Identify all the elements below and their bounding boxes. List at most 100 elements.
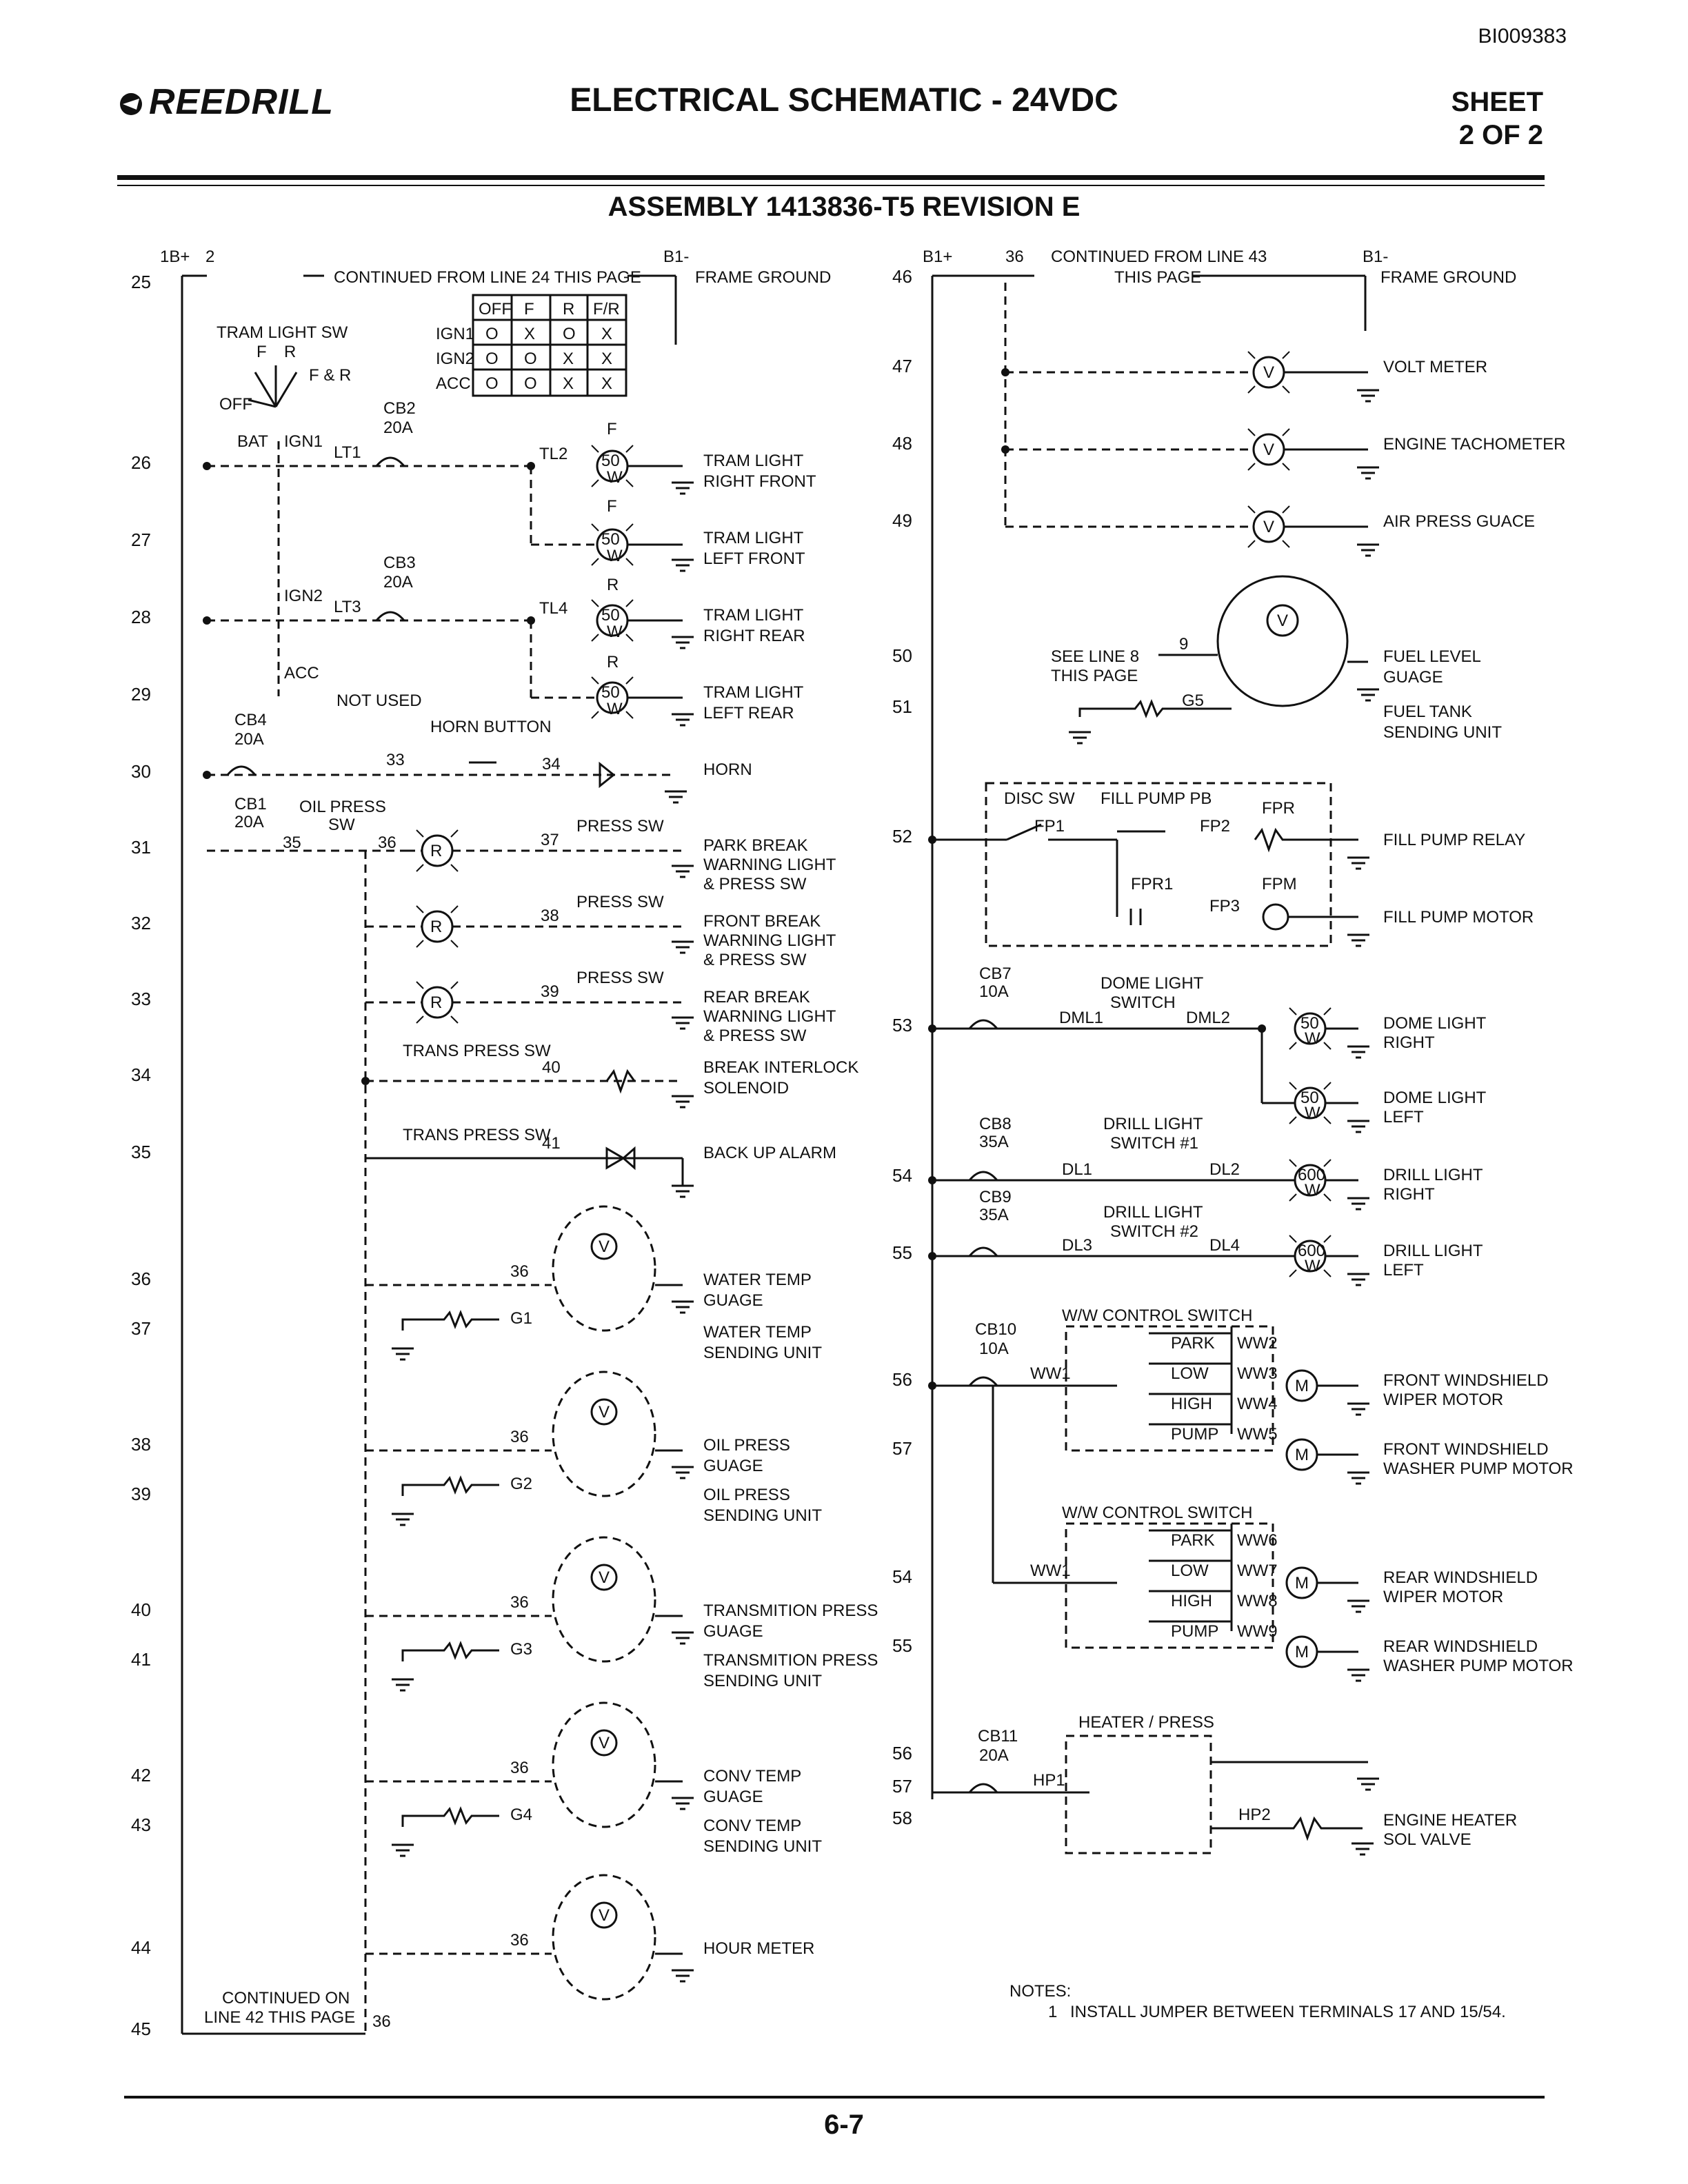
wire-label: LT1	[334, 443, 361, 462]
break-interlock-label: BREAK INTERLOCK	[703, 1058, 858, 1077]
table-cell: X	[601, 325, 612, 343]
breaker-rating: 20A	[234, 813, 264, 831]
tram-light-label: TRAM LIGHT	[703, 529, 804, 547]
breaker-label: CB1	[234, 795, 267, 813]
wire-label: WW9	[1237, 1622, 1278, 1641]
solenoid-coil-symbol	[605, 1069, 636, 1094]
oil-press-sw-label: OIL PRESS	[299, 798, 386, 816]
wire-number: 36	[378, 833, 396, 852]
dome-left-label: LEFT	[1383, 1108, 1424, 1126]
fuel-level-label: FUEL LEVEL	[1383, 647, 1481, 666]
line-number: 29	[131, 684, 151, 705]
pump-label: PUMP	[1171, 1425, 1218, 1444]
meter-label: VOLT METER	[1383, 358, 1487, 376]
line-number: 25	[131, 272, 151, 292]
line-number: 54	[892, 1165, 912, 1186]
lamp-tag: F	[607, 420, 617, 438]
tram-light-label: TRAM LIGHT	[703, 452, 804, 470]
meter-label: AIR PRESS GUACE	[1383, 512, 1535, 531]
lamp-wattage: 50	[601, 683, 620, 702]
pump-label: PUMP	[1171, 1622, 1218, 1641]
line-number: 55	[892, 1242, 912, 1263]
line-number: 39	[131, 1484, 151, 1504]
breaker-label: CB10	[975, 1320, 1016, 1339]
volt-meter: V VOLT METER	[1001, 351, 1487, 403]
fuel-tank-label: SENDING UNIT	[1383, 723, 1502, 742]
sheet-number: SHEET 2 OF 2	[1451, 85, 1543, 152]
table-header: R	[563, 300, 574, 318]
frame-ground-label: FRAME GROUND	[1380, 268, 1516, 287]
table-row-label: ACC	[436, 374, 471, 393]
park-brake-warning-light: R 37 PRESS SW PARK BREAK WARNING LIGHT &…	[407, 817, 836, 893]
motor-m: M	[1295, 1446, 1309, 1464]
table-header: F/R	[593, 300, 620, 318]
line-number: 38	[131, 1434, 151, 1455]
sender-label: WATER TEMP	[703, 1323, 812, 1342]
bus-label-b1-plus: B1+	[923, 247, 952, 266]
table-cell: X	[601, 374, 612, 393]
lamp-wattage: 600	[1298, 1166, 1325, 1184]
continued-on-label: LINE 42 THIS PAGE	[204, 2008, 355, 2027]
drill-left-label: DRILL LIGHT	[1383, 1242, 1483, 1260]
sender-label: SENDING UNIT	[703, 1506, 822, 1525]
tram-light-label: LEFT REAR	[703, 704, 794, 722]
line-number: 49	[892, 510, 912, 531]
frame-ground-label: FRAME GROUND	[695, 268, 831, 287]
fuel-tank-label: FUEL TANK	[1383, 702, 1472, 721]
breaker-rating: 20A	[383, 573, 413, 592]
sending-unit-symbol	[401, 1475, 499, 1496]
line-number: 30	[131, 761, 151, 782]
drill-right-label: DRILL LIGHT	[1383, 1166, 1483, 1184]
wire-label: FPM	[1262, 875, 1297, 893]
line-number: 54	[892, 1566, 912, 1587]
sender-label: SENDING UNIT	[703, 1837, 822, 1856]
dome-left-label: DOME LIGHT	[1383, 1089, 1487, 1107]
back-up-alarm-label: BACK UP ALARM	[703, 1144, 836, 1162]
lamp-w: W	[607, 700, 623, 718]
air-press-gauge: V AIR PRESS GUACE	[1005, 505, 1535, 557]
line-number: 53	[892, 1015, 912, 1035]
bus-label-1b-plus: 1B+	[160, 247, 190, 266]
breaker-label: CB3	[383, 554, 416, 572]
rear-washer-label: REAR WINDSHIELD	[1383, 1637, 1538, 1656]
gauge-label: TRANSMITION PRESS	[703, 1601, 878, 1620]
line-number: 56	[892, 1743, 912, 1763]
wire-label: HP1	[1033, 1771, 1065, 1790]
rear-wiper-circuit: W/W CONTROL SWITCH WW1 PARK LOW HIGH PUM…	[992, 1386, 1574, 1682]
sheet-count: 2 OF 2	[1458, 120, 1543, 150]
break-interlock-label: SOLENOID	[703, 1079, 789, 1098]
breaker-label: CB7	[979, 964, 1012, 983]
rear-wiper-label: WIPER MOTOR	[1383, 1588, 1503, 1606]
horn-button-label: HORN BUTTON	[430, 718, 552, 736]
assembly-title: ASSEMBLY 1413836-T5 REVISION E	[607, 192, 1081, 222]
sender-wire: G4	[510, 1806, 532, 1824]
wire-number: 40	[542, 1058, 561, 1077]
lamp-wattage: 50	[601, 606, 620, 625]
park-label: PARK	[1171, 1334, 1215, 1353]
lamp-wattage: 50	[1300, 1089, 1319, 1107]
brake-label: WARNING LIGHT	[703, 931, 836, 950]
table-cell: O	[524, 374, 537, 393]
gauge-v: V	[599, 1734, 610, 1752]
engine-heater-label: SOL VALVE	[1383, 1830, 1471, 1849]
meter-v: V	[1263, 363, 1274, 382]
ww-control-switch-label: W/W CONTROL SWITCH	[1062, 1504, 1252, 1522]
front-wiper-circuit: W/W CONTROL SWITCH CB10 10A WW1 PARK LOW…	[928, 1306, 1574, 1485]
hour-meter-label: HOUR METER	[703, 1939, 814, 1958]
lamp-wattage: 50	[1300, 1014, 1319, 1033]
wire-label: TL4	[539, 599, 567, 618]
sender-label: SENDING UNIT	[703, 1344, 822, 1362]
fill-pump-pb-label: FILL PUMP PB	[1101, 789, 1212, 808]
brake-label: REAR BREAK	[703, 988, 810, 1007]
table-cell: X	[563, 374, 574, 393]
line-number: 57	[892, 1776, 912, 1797]
left-line-numbers: 25 26 27 28 29 30 31 32 33 34 35 36 37 3…	[131, 272, 151, 2039]
bus-label-b1-minus: B1-	[663, 247, 689, 266]
breaker-label: CB9	[979, 1188, 1012, 1206]
front-brake-warning-light: R 38 PRESS SW FRONT BREAK WARNING LIGHT …	[365, 893, 836, 969]
table-cell: O	[524, 350, 537, 368]
brake-label: FRONT BREAK	[703, 912, 821, 931]
brake-label: PARK BREAK	[703, 836, 808, 855]
line-number: 34	[131, 1064, 151, 1085]
